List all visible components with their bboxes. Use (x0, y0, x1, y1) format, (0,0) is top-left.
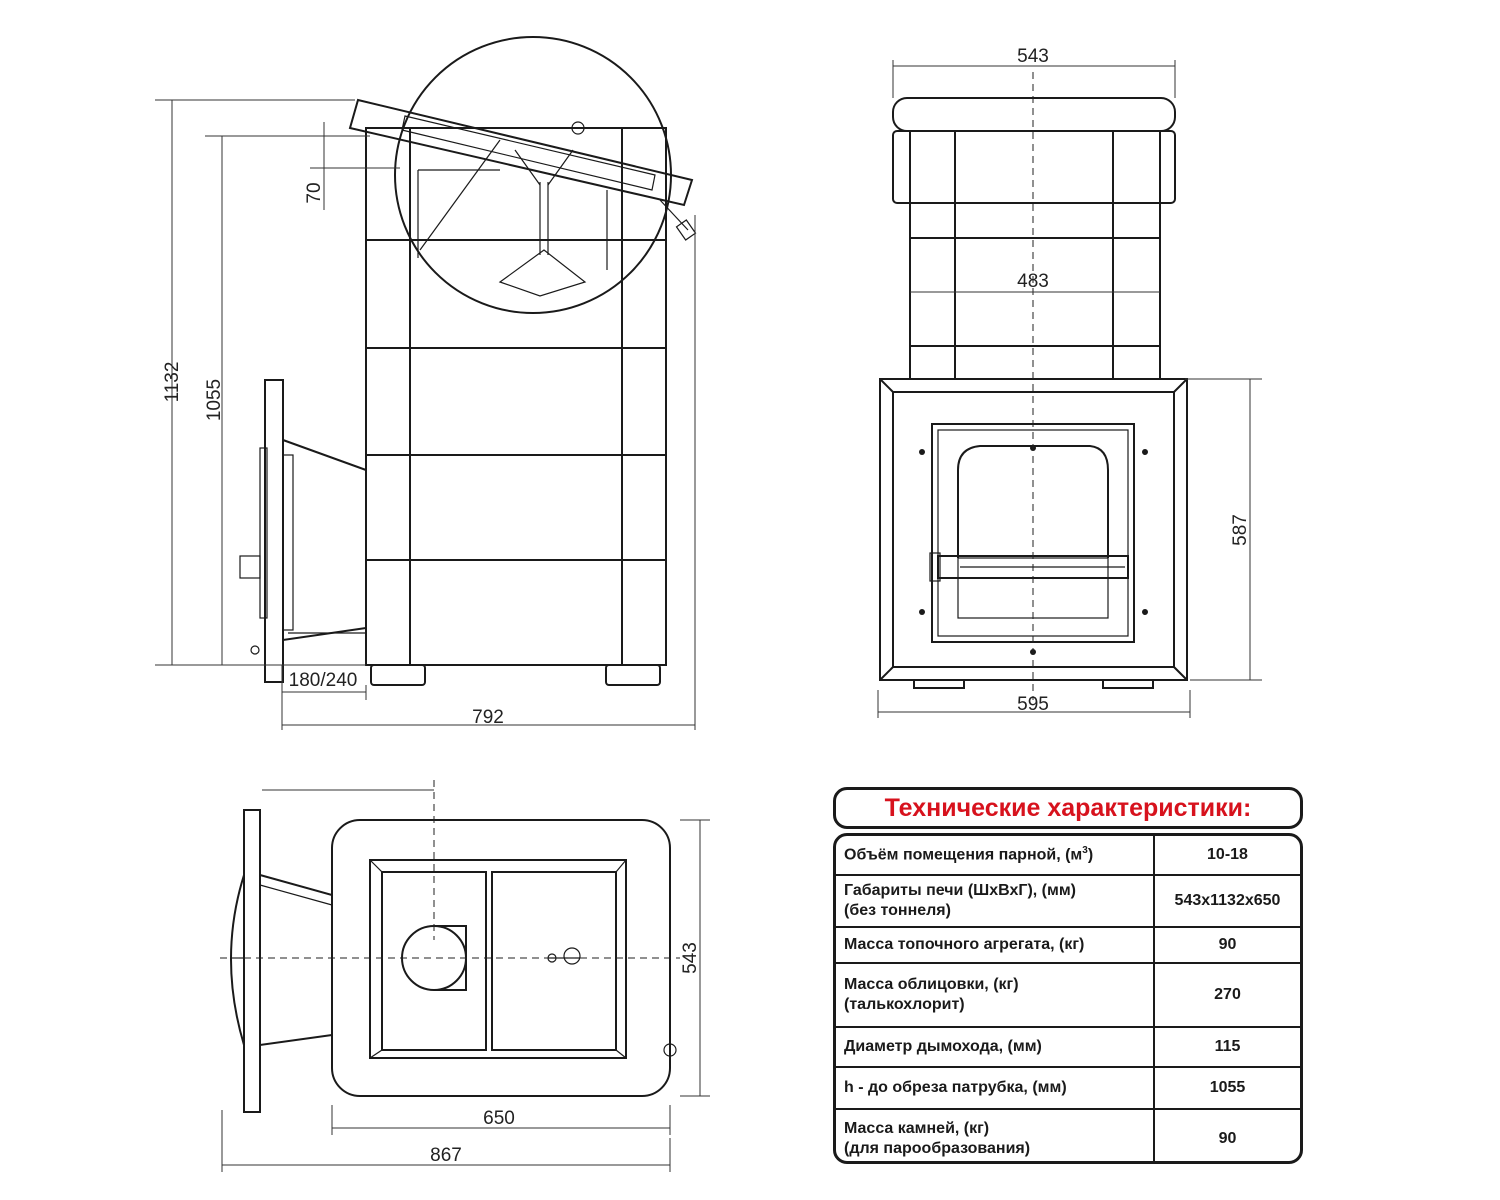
spec-label: Масса топочного агрегата, (кг) (836, 926, 1155, 964)
spec-title: Технические характеристики: (884, 793, 1252, 822)
spec-value: 270 (1153, 962, 1300, 1028)
spec-row: Объём помещения парной, (м3) 10-18 (836, 836, 1300, 876)
spec-row: h - до обреза патрубка, (мм) 1055 (836, 1066, 1300, 1110)
spec-value: 1055 (1153, 1066, 1300, 1110)
dim-70: 70 (304, 182, 325, 203)
spec-value: 543x1132x650 (1153, 874, 1300, 928)
front-foot-right (1102, 679, 1154, 689)
dim-867: 867 (430, 1145, 462, 1166)
dim-595: 595 (1017, 694, 1049, 715)
front-upper-body (909, 130, 1161, 380)
dim-180-240: 180/240 (289, 670, 358, 691)
spec-title-box: Технические характеристики: (833, 787, 1303, 829)
dim-1132: 1132 (162, 362, 183, 403)
plan-door-plate (243, 809, 261, 1113)
plan-view (220, 780, 710, 1172)
side-foot-left (370, 664, 426, 686)
front-view (877, 60, 1262, 718)
spec-label: Масса облицовки, (кг) (талькохлорит) (836, 962, 1155, 1028)
spec-label: Габариты печи (ШхВхГ), (мм) (без тоннеля… (836, 874, 1155, 928)
spec-value: 90 (1153, 926, 1300, 964)
detail-knob (571, 121, 585, 135)
spec-label: Диаметр дымохода, (мм) (836, 1026, 1155, 1068)
side-door-plate (264, 379, 284, 683)
spec-label: Объём помещения парной, (м3) (836, 836, 1155, 876)
detail-circle (394, 36, 672, 314)
spec-row: Диаметр дымохода, (мм) 115 (836, 1026, 1300, 1068)
spec-value: 90 (1153, 1108, 1300, 1161)
plan-top-frame (369, 859, 627, 1059)
detail-stones (498, 249, 587, 297)
spec-row: Габариты печи (ШхВхГ), (мм) (без тоннеля… (836, 874, 1300, 928)
plan-knob (563, 947, 581, 965)
side-tunnel (282, 438, 367, 642)
front-top-cap (892, 97, 1176, 132)
spec-row: Масса облицовки, (кг) (талькохлорит) 270 (836, 962, 1300, 1028)
spec-label: Масса камней, (кг) (для парообразования) (836, 1108, 1155, 1161)
dim-792: 792 (472, 707, 504, 728)
spec-table: Объём помещения парной, (м3) 10-18 Габар… (833, 833, 1303, 1164)
spec-row: Масса топочного агрегата, (кг) 90 (836, 926, 1300, 964)
dim-587: 587 (1230, 514, 1251, 546)
dim-1055: 1055 (204, 379, 225, 421)
dim-650: 650 (483, 1108, 515, 1129)
spec-row: Масса камней, (кг) (для парообразования)… (836, 1108, 1300, 1161)
side-view (155, 36, 697, 730)
side-door-handle (239, 555, 261, 579)
dim-543-front: 543 (1017, 46, 1049, 67)
spec-value: 115 (1153, 1026, 1300, 1068)
dim-483: 483 (1017, 271, 1049, 292)
plan-tunnel (259, 873, 333, 1047)
side-body-outline (365, 127, 667, 666)
dim-543-plan: 543 (680, 942, 701, 974)
plan-chimney (401, 925, 467, 991)
side-lid (348, 98, 694, 207)
spec-label: h - до обреза патрубка, (мм) (836, 1066, 1155, 1110)
spec-value: 10-18 (1153, 836, 1300, 876)
front-foot-left (913, 679, 965, 689)
side-foot-right (605, 664, 661, 686)
